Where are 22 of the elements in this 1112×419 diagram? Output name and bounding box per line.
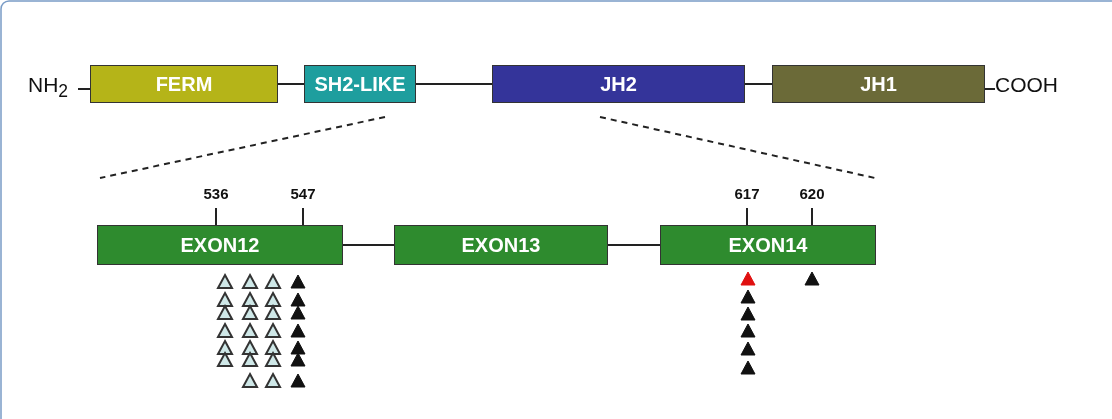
residue-number: 620 xyxy=(799,185,825,202)
domain-box: JH1 xyxy=(772,65,985,103)
connector-line xyxy=(607,244,661,246)
connector-line xyxy=(984,88,996,90)
residue-number: 617 xyxy=(734,185,760,202)
connector-line xyxy=(77,88,91,90)
zoom-dashed-line xyxy=(599,116,876,179)
exon-box: EXON13 xyxy=(394,225,608,265)
connector-line xyxy=(342,244,395,246)
zoom-dashed-line xyxy=(99,116,386,179)
residue-number: 547 xyxy=(290,185,316,202)
domain-box: SH2-LIKE xyxy=(304,65,416,103)
connector-line xyxy=(744,83,773,85)
connector-line xyxy=(277,83,305,85)
exon-box: EXON12 xyxy=(97,225,343,265)
connector-line xyxy=(415,83,493,85)
domain-box: FERM xyxy=(90,65,278,103)
residue-number: 536 xyxy=(203,185,229,202)
domain-box: JH2 xyxy=(492,65,745,103)
terminus-label: NH$_{2}$ xyxy=(28,74,69,101)
exon-box: EXON14 xyxy=(660,225,876,265)
terminus-label: COOH xyxy=(995,74,1058,95)
